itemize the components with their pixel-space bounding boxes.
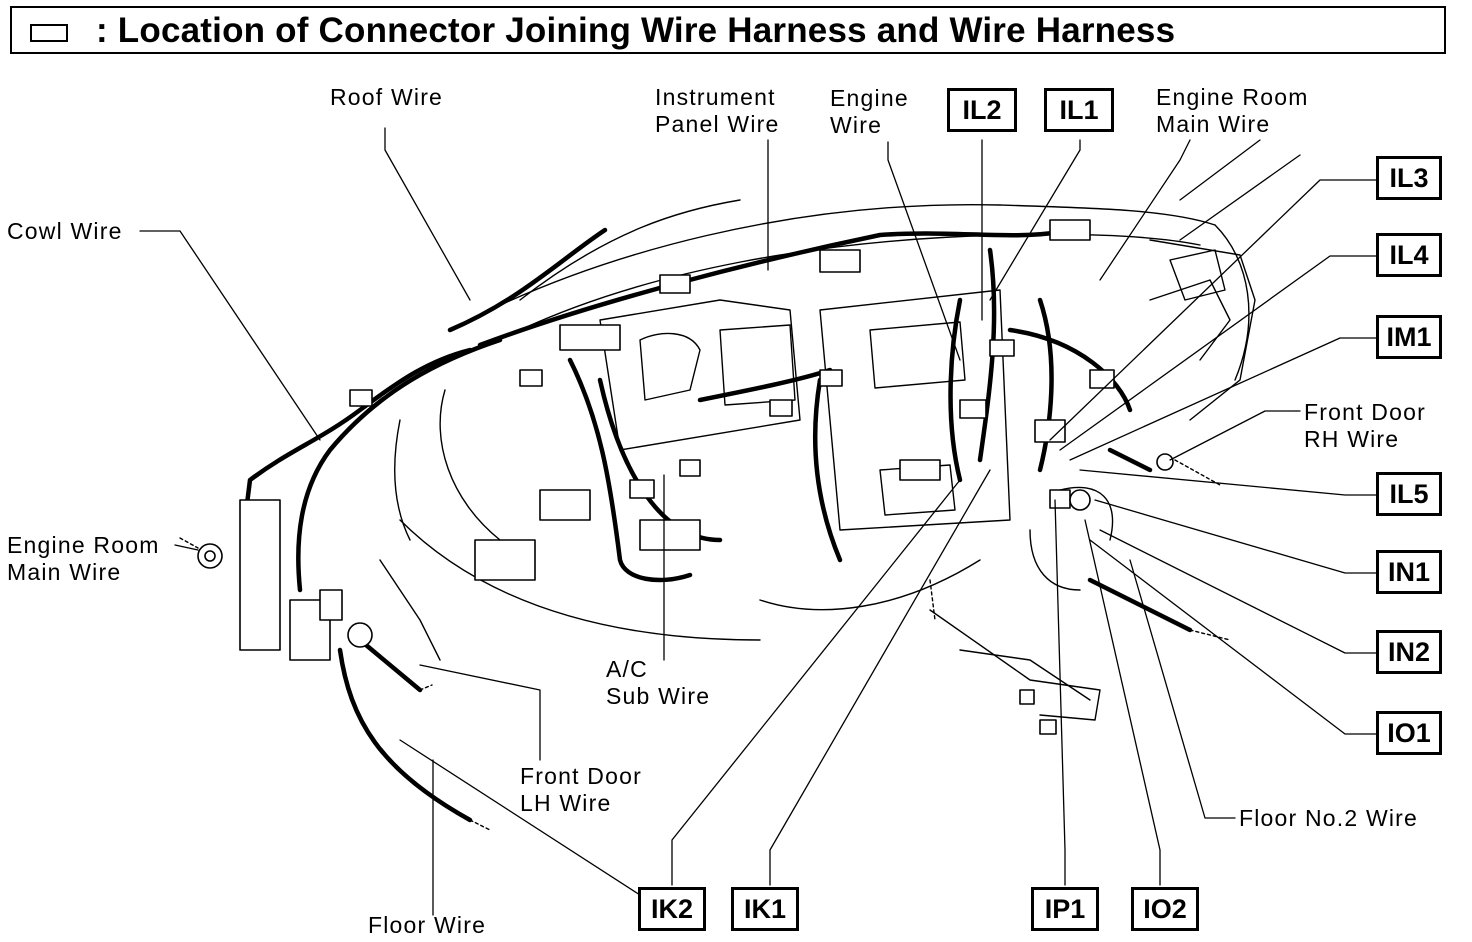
connector-tag-io1: IO1 xyxy=(1376,711,1442,755)
front-door-rh-wire-label: Front Door RH Wire xyxy=(1304,399,1426,453)
cowl-wire-line-1: Cowl Wire xyxy=(7,218,123,244)
title-bar: : Location of Connector Joining Wire Har… xyxy=(10,6,1446,54)
connector-tag-in1: IN1 xyxy=(1376,550,1442,594)
instrument-panel-wire-label: Instrument Panel Wire xyxy=(655,84,779,138)
connector-tag-il2: IL2 xyxy=(947,88,1017,132)
roof-wire-line-1: Roof Wire xyxy=(330,84,444,110)
connector-tag-ik2: IK2 xyxy=(638,887,706,931)
engine-room-main-wire-right-label: Engine Room Main Wire xyxy=(1156,84,1309,138)
cowl-wire-label: Cowl Wire xyxy=(7,218,123,245)
engine-room-main-left-line-1: Engine Room xyxy=(7,532,160,558)
connector-blocks xyxy=(197,219,1174,735)
box-icon xyxy=(30,24,68,42)
dashboard-outline xyxy=(379,199,1256,721)
wire-ends xyxy=(179,459,1231,831)
engine-room-main-right-line-1: Engine Room xyxy=(1156,84,1309,110)
connector-tag-in2: IN2 xyxy=(1376,630,1442,674)
title-separator: : xyxy=(96,11,108,50)
instrument-panel-wire-line-1: Instrument xyxy=(655,84,776,110)
front-door-rh-line-1: Front Door xyxy=(1304,399,1426,425)
connector-tag-il4: IL4 xyxy=(1376,233,1442,277)
engine-room-main-right-line-2: Main Wire xyxy=(1156,111,1271,137)
connector-tag-im1: IM1 xyxy=(1376,315,1442,359)
connector-tag-ip1: IP1 xyxy=(1031,887,1099,931)
connector-tag-il5: IL5 xyxy=(1376,472,1442,516)
ac-sub-line-2: Sub Wire xyxy=(606,683,711,709)
engine-room-main-wire-left-label: Engine Room Main Wire xyxy=(7,532,160,586)
floor-no2-wire-label: Floor No.2 Wire xyxy=(1239,805,1418,832)
page-title: : Location of Connector Joining Wire Har… xyxy=(96,11,1175,51)
ac-sub-wire-label: A/C Sub Wire xyxy=(606,656,710,710)
roof-wire-label: Roof Wire xyxy=(330,84,443,111)
engine-room-main-left-line-2: Main Wire xyxy=(7,559,122,585)
front-door-rh-line-2: RH Wire xyxy=(1304,426,1400,452)
connector-tag-io2: IO2 xyxy=(1131,887,1199,931)
ac-sub-line-1: A/C xyxy=(606,656,648,682)
connector-tag-ik1: IK1 xyxy=(731,887,799,931)
engine-wire-line-1: Engine xyxy=(830,85,909,111)
connector-tag-il3: IL3 xyxy=(1376,156,1442,200)
front-door-lh-wire-label: Front Door LH Wire xyxy=(520,763,642,817)
instrument-panel-wire-line-2: Panel Wire xyxy=(655,111,780,137)
floor-no2-line-1: Floor No.2 Wire xyxy=(1239,805,1419,831)
floor-wire-line-1: Floor Wire xyxy=(368,912,487,938)
engine-wire-line-2: Wire xyxy=(830,112,883,138)
connector-tag-il1: IL1 xyxy=(1044,88,1114,132)
floor-wire-label: Floor Wire xyxy=(368,912,486,939)
front-door-lh-line-1: Front Door xyxy=(520,763,642,789)
engine-wire-label: Engine Wire xyxy=(830,85,909,139)
leader-lines xyxy=(139,127,1377,916)
front-door-lh-line-2: LH Wire xyxy=(520,790,612,816)
title-text: Location of Connector Joining Wire Harne… xyxy=(117,11,1176,50)
